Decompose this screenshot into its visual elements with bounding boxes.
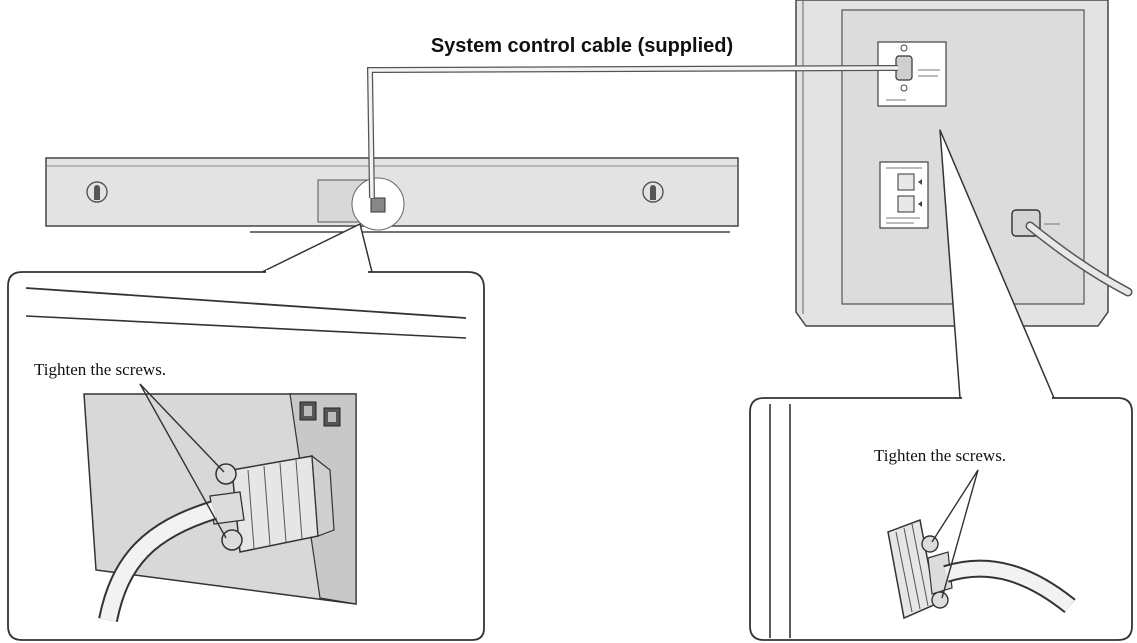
- system-control-cable: [366, 65, 899, 199]
- cable-label: System control cable (supplied): [431, 35, 733, 57]
- left-callout-pointer-mask: [266, 270, 368, 274]
- power-cord-inner: [1027, 223, 1131, 295]
- left-callout-dsub-connector: [209, 454, 335, 553]
- connector-plate-screw-bottom: [900, 84, 908, 92]
- left-callout-bar-edge-1: [25, 287, 467, 319]
- power-indicator-2-icon: [918, 201, 922, 207]
- left-callout-pointer: [261, 223, 373, 273]
- right-callout-arrow-1: [931, 469, 979, 543]
- keyhole-mount-right-icon: [642, 181, 664, 203]
- power-switch-2: [897, 195, 915, 213]
- left-callout-bar-edge-2: [25, 315, 467, 339]
- subwoofer-system-connector-port: [895, 55, 913, 81]
- sound-bar-unit: [45, 157, 739, 233]
- power-panel: [879, 161, 929, 229]
- keyhole-mount-left-icon: [86, 181, 108, 203]
- power-indicator-1-icon: [918, 179, 922, 185]
- left-callout-label: Tighten the screws.: [34, 360, 166, 379]
- left-callout-arrow-1: [139, 383, 225, 473]
- sound-bar-connector-port: [370, 197, 386, 213]
- power-switch-1: [897, 173, 915, 191]
- connector-plate-screw-top: [900, 44, 908, 52]
- right-zoom-callout: Tighten the screws.: [749, 129, 1133, 641]
- right-callout-label: Tighten the screws.: [874, 446, 1006, 465]
- right-callout-pointer-mask: [962, 396, 1052, 400]
- left-callout-arrow-2: [139, 383, 227, 539]
- right-callout-arrow-2: [941, 469, 979, 599]
- left-zoom-callout: Tighten the screws.: [7, 223, 485, 641]
